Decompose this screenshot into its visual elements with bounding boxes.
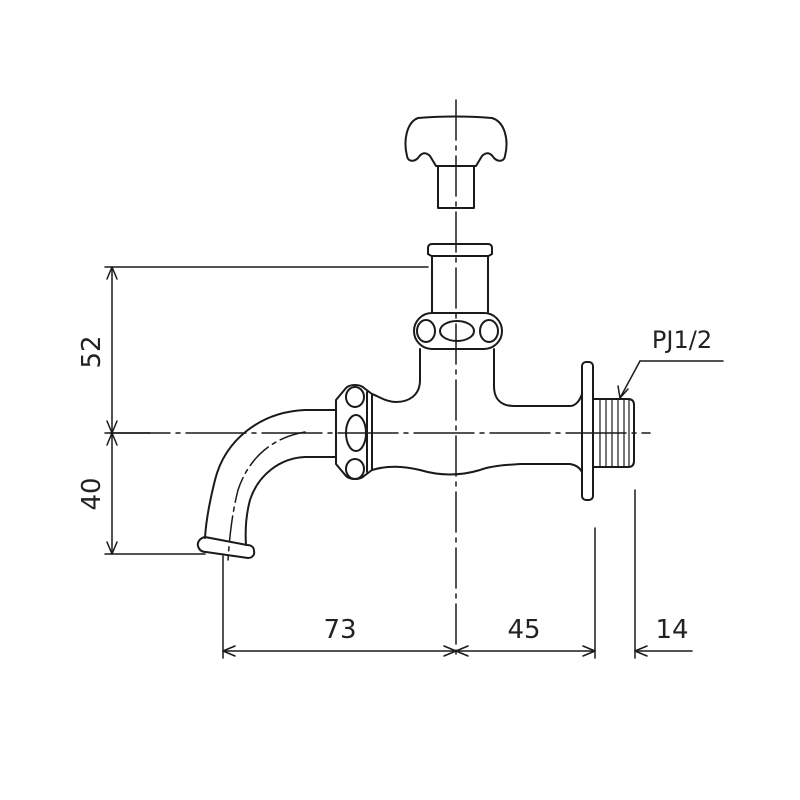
valve-body (371, 348, 583, 476)
dim-label-45: 45 (507, 615, 540, 645)
dim-label-40: 40 (77, 477, 107, 510)
dim-label-73: 73 (323, 615, 356, 645)
thread-spec-label: PJ1/2 (652, 326, 712, 354)
dim-label-52: 52 (77, 335, 107, 368)
bonnet (413, 243, 503, 350)
thread-callout-leader (617, 360, 724, 399)
spout (196, 409, 337, 561)
wall-flange (581, 361, 594, 501)
handle (404, 115, 508, 209)
dim-label-14: 14 (655, 615, 688, 645)
spout-nut (335, 384, 373, 480)
dimension-lines (104, 266, 693, 659)
thread (592, 398, 635, 468)
